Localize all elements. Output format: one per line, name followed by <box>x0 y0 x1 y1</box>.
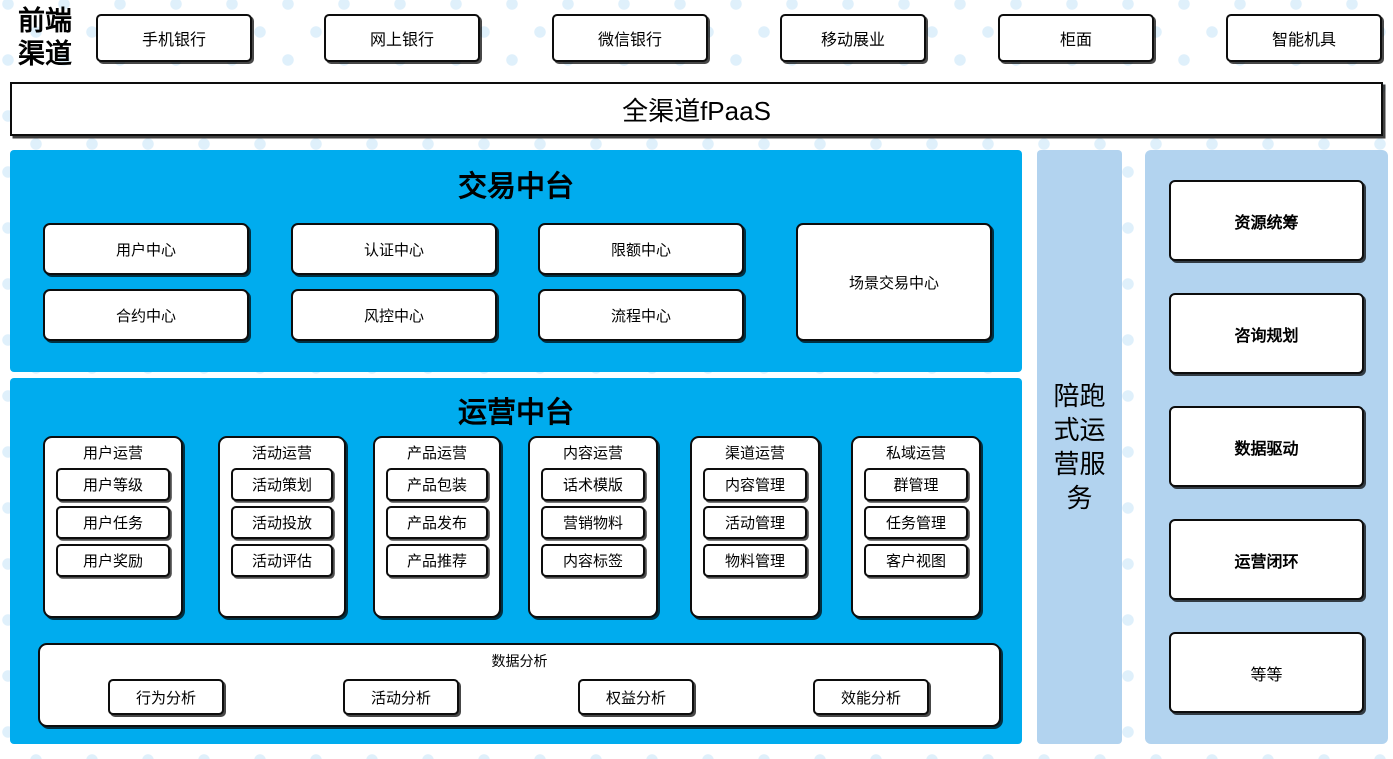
data-analysis-item-efficiency[interactable]: 效能分析 <box>813 679 929 715</box>
channel-box-smart-machine[interactable]: 智能机具 <box>1226 14 1382 62</box>
trade-box-risk-center[interactable]: 风控中心 <box>291 289 497 341</box>
ops-item[interactable]: 用户等级 <box>56 468 170 501</box>
ops-group-channel[interactable]: 渠道运营 内容管理 活动管理 物料管理 <box>690 436 820 618</box>
trade-center-title: 交易中台 <box>457 169 574 203</box>
trade-box-scenario-center[interactable]: 场景交易中心 <box>796 223 992 341</box>
channel-box-mobile-biz[interactable]: 移动展业 <box>780 14 926 62</box>
service-strip-label: 陪跑式运营服务 <box>1053 381 1106 513</box>
front-channel-label-line2: 渠道 <box>18 39 72 70</box>
data-analysis-title: 数据分析 <box>491 653 548 669</box>
ops-item[interactable]: 话术模版 <box>541 468 645 501</box>
ops-group-title: 内容运营 <box>562 445 623 462</box>
ops-item[interactable]: 产品包装 <box>386 468 488 501</box>
ops-item[interactable]: 活动管理 <box>703 506 807 539</box>
ops-group-product[interactable]: 产品运营 产品包装 产品发布 产品推荐 <box>373 436 501 618</box>
data-analysis-item-benefit[interactable]: 权益分析 <box>578 679 694 715</box>
trade-box-limit-center[interactable]: 限额中心 <box>538 223 744 275</box>
ops-group-campaign[interactable]: 活动运营 活动策划 活动投放 活动评估 <box>218 436 346 618</box>
trade-box-user-center[interactable]: 用户中心 <box>43 223 249 275</box>
trade-box-process-center[interactable]: 流程中心 <box>538 289 744 341</box>
ops-item[interactable]: 用户任务 <box>56 506 170 539</box>
ops-group-content[interactable]: 内容运营 话术模版 营销物料 内容标签 <box>528 436 658 618</box>
service-item-resource-coordination[interactable]: 资源统筹 <box>1169 180 1364 261</box>
service-item-etc[interactable]: 等等 <box>1169 632 1364 713</box>
channel-box-online-bank[interactable]: 网上银行 <box>324 14 480 62</box>
trade-center-panel: 交易中台 用户中心 认证中心 限额中心 合约中心 风控中心 流程中心 场景交易中… <box>10 150 1022 372</box>
ops-item[interactable]: 内容标签 <box>541 544 645 577</box>
ops-item[interactable]: 用户奖励 <box>56 544 170 577</box>
ops-item[interactable]: 客户视图 <box>864 544 968 577</box>
channel-box-wechat-bank[interactable]: 微信银行 <box>552 14 708 62</box>
data-analysis-item-campaign[interactable]: 活动分析 <box>343 679 459 715</box>
trade-box-contract-center[interactable]: 合约中心 <box>43 289 249 341</box>
front-channel-label: 前端 渠道 <box>2 2 88 74</box>
ops-group-user[interactable]: 用户运营 用户等级 用户任务 用户奖励 <box>43 436 183 618</box>
ops-item[interactable]: 内容管理 <box>703 468 807 501</box>
ops-group-title: 活动运营 <box>251 445 312 462</box>
ops-group-title: 渠道运营 <box>724 445 785 462</box>
ops-item[interactable]: 活动投放 <box>231 506 333 539</box>
data-analysis-box: 数据分析 行为分析 活动分析 权益分析 效能分析 <box>38 643 1001 727</box>
ops-item[interactable]: 产品发布 <box>386 506 488 539</box>
ops-item[interactable]: 群管理 <box>864 468 968 501</box>
ops-item[interactable]: 活动评估 <box>231 544 333 577</box>
data-analysis-item-behavior[interactable]: 行为分析 <box>108 679 224 715</box>
ops-item[interactable]: 任务管理 <box>864 506 968 539</box>
ops-item[interactable]: 活动策划 <box>231 468 333 501</box>
service-item-data-driven[interactable]: 数据驱动 <box>1169 406 1364 487</box>
front-channel-label-line1: 前端 <box>18 6 72 37</box>
channel-box-mobile-bank[interactable]: 手机银行 <box>96 14 252 62</box>
ops-center-title: 运营中台 <box>457 395 574 429</box>
service-item-consulting-planning[interactable]: 咨询规划 <box>1169 293 1364 374</box>
service-strip-panel: 陪跑式运营服务 <box>1037 150 1122 744</box>
service-capability-column: 资源统筹 咨询规划 数据驱动 运营闭环 等等 <box>1145 150 1388 744</box>
trade-box-auth-center[interactable]: 认证中心 <box>291 223 497 275</box>
ops-center-panel: 运营中台 用户运营 用户等级 用户任务 用户奖励 活动运营 活动策划 活动投放 … <box>10 378 1022 744</box>
ops-group-title: 私域运营 <box>885 445 946 462</box>
ops-item[interactable]: 物料管理 <box>703 544 807 577</box>
fpaas-band[interactable]: 全渠道fPaaS <box>10 82 1383 136</box>
ops-group-title: 产品运营 <box>406 445 467 462</box>
ops-item[interactable]: 营销物料 <box>541 506 645 539</box>
ops-group-private-domain[interactable]: 私域运营 群管理 任务管理 客户视图 <box>851 436 981 618</box>
ops-group-title: 用户运营 <box>82 445 143 462</box>
ops-item[interactable]: 产品推荐 <box>386 544 488 577</box>
service-item-ops-closed-loop[interactable]: 运营闭环 <box>1169 519 1364 600</box>
channel-box-counter[interactable]: 柜面 <box>998 14 1154 62</box>
